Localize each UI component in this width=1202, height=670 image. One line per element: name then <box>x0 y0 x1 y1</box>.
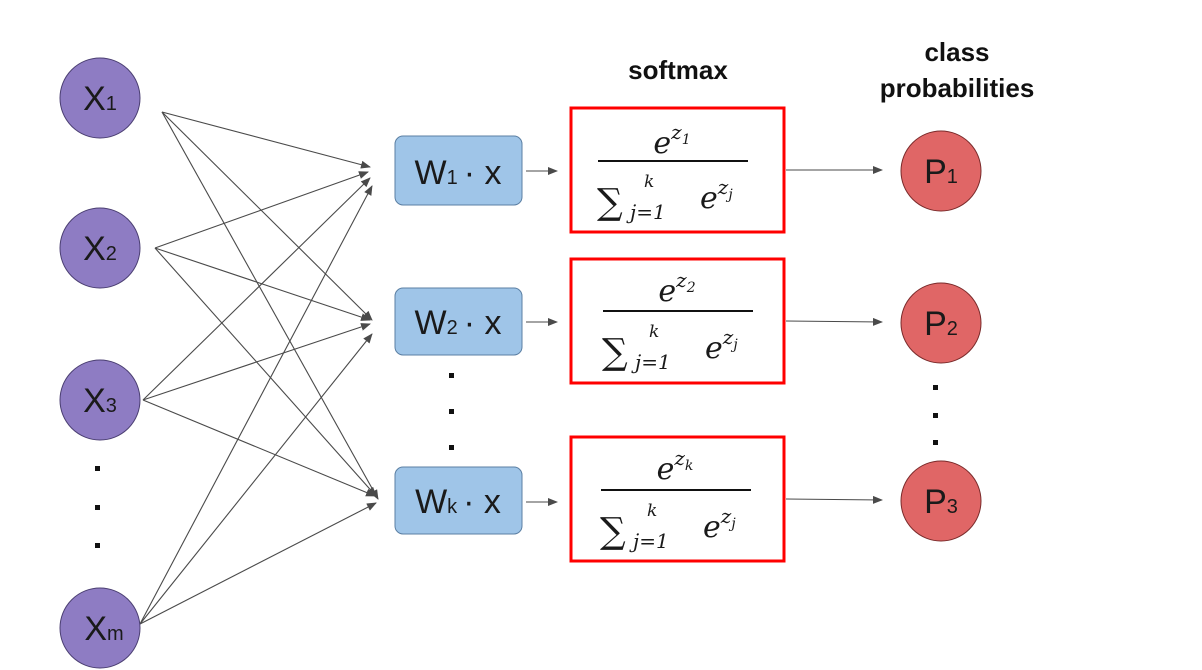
output-node-2: P2 <box>900 282 982 364</box>
edge-x1-wk <box>161 111 379 500</box>
edge-x2-wk <box>154 247 377 497</box>
output-node-1-label: P1 <box>924 153 958 191</box>
edge-x1-w1 <box>161 111 371 169</box>
softmax-1-sum-upper: k <box>644 172 654 192</box>
softmax-box-1: ez1 ∑ k j=1 ezj <box>569 106 786 234</box>
edge-xm-w1 <box>139 185 373 625</box>
weight-box-1-label: W1· x <box>415 154 502 192</box>
class-probabilities-heading-line2: probabilities <box>880 73 1035 103</box>
input-node-m: Xm <box>59 587 141 669</box>
softmax-1-sum-symbol: ∑ <box>597 182 623 223</box>
edge-x2-w2 <box>154 247 371 321</box>
weight-ellipsis <box>449 373 454 450</box>
weight-box-1: W1· x <box>394 135 523 206</box>
softmax-1-denominator: ezj <box>700 175 733 216</box>
softmax-1-numerator: ez1 <box>653 120 690 161</box>
softmax-2-sum-symbol: ∑ <box>602 332 628 373</box>
input-node-1: X1 <box>59 57 141 139</box>
edge-x2-w1 <box>154 171 369 249</box>
softmax-k-sum-symbol: ∑ <box>600 511 626 552</box>
output-ellipsis <box>933 385 938 445</box>
softmax-1-sum-lower: j=1 <box>626 200 666 224</box>
input-node-m-label: Xm <box>84 610 123 648</box>
edge-x3-w1 <box>142 177 371 401</box>
softmax-k-denominator: ezj <box>703 504 736 545</box>
output-node-3-label: P3 <box>924 483 958 521</box>
input-to-weight-edges <box>139 111 379 625</box>
weight-box-k-label: Wk· x <box>415 483 501 521</box>
softmax-box-k: ezk ∑ k j=1 ezj <box>569 435 786 563</box>
softmax-k-numerator: ezk <box>657 446 694 487</box>
input-node-2: X2 <box>59 207 141 289</box>
input-node-3: X3 <box>59 359 141 441</box>
softmax-2-numerator: ez2 <box>658 268 695 309</box>
softmax-k-sum-lower: j=1 <box>629 529 669 553</box>
weight-box-2-label: W2· x <box>415 304 502 342</box>
edge-xm-w2 <box>139 333 373 625</box>
softmax-k-sum-upper: k <box>647 501 657 521</box>
edge-x1-w2 <box>161 111 373 321</box>
edge-x3-w2 <box>142 323 371 401</box>
weight-box-k: Wk· x <box>394 466 523 535</box>
output-node-1: P1 <box>900 130 982 212</box>
input-node-2-label: X2 <box>83 230 117 268</box>
input-ellipsis <box>95 466 100 548</box>
softmax-box-2: ez2 ∑ k j=1 ezj <box>569 257 786 385</box>
softmax-2-sum-upper: k <box>649 322 659 342</box>
output-node-2-label: P2 <box>924 305 958 343</box>
softmax-2-sum-lower: j=1 <box>631 350 671 374</box>
output-node-3: P3 <box>900 460 982 542</box>
class-probabilities-heading-line1: class <box>924 37 989 67</box>
arrow-softmaxk-p3 <box>785 495 883 504</box>
softmax-heading: softmax <box>628 55 728 85</box>
weight-box-2: W2· x <box>394 287 523 356</box>
edge-x3-wk <box>142 399 376 497</box>
input-node-3-label: X3 <box>83 382 117 420</box>
arrow-softmax2-p2 <box>785 317 883 326</box>
input-node-1-label: X1 <box>83 80 117 118</box>
softmax-2-denominator: ezj <box>705 325 738 366</box>
edge-xm-wk <box>139 502 377 625</box>
